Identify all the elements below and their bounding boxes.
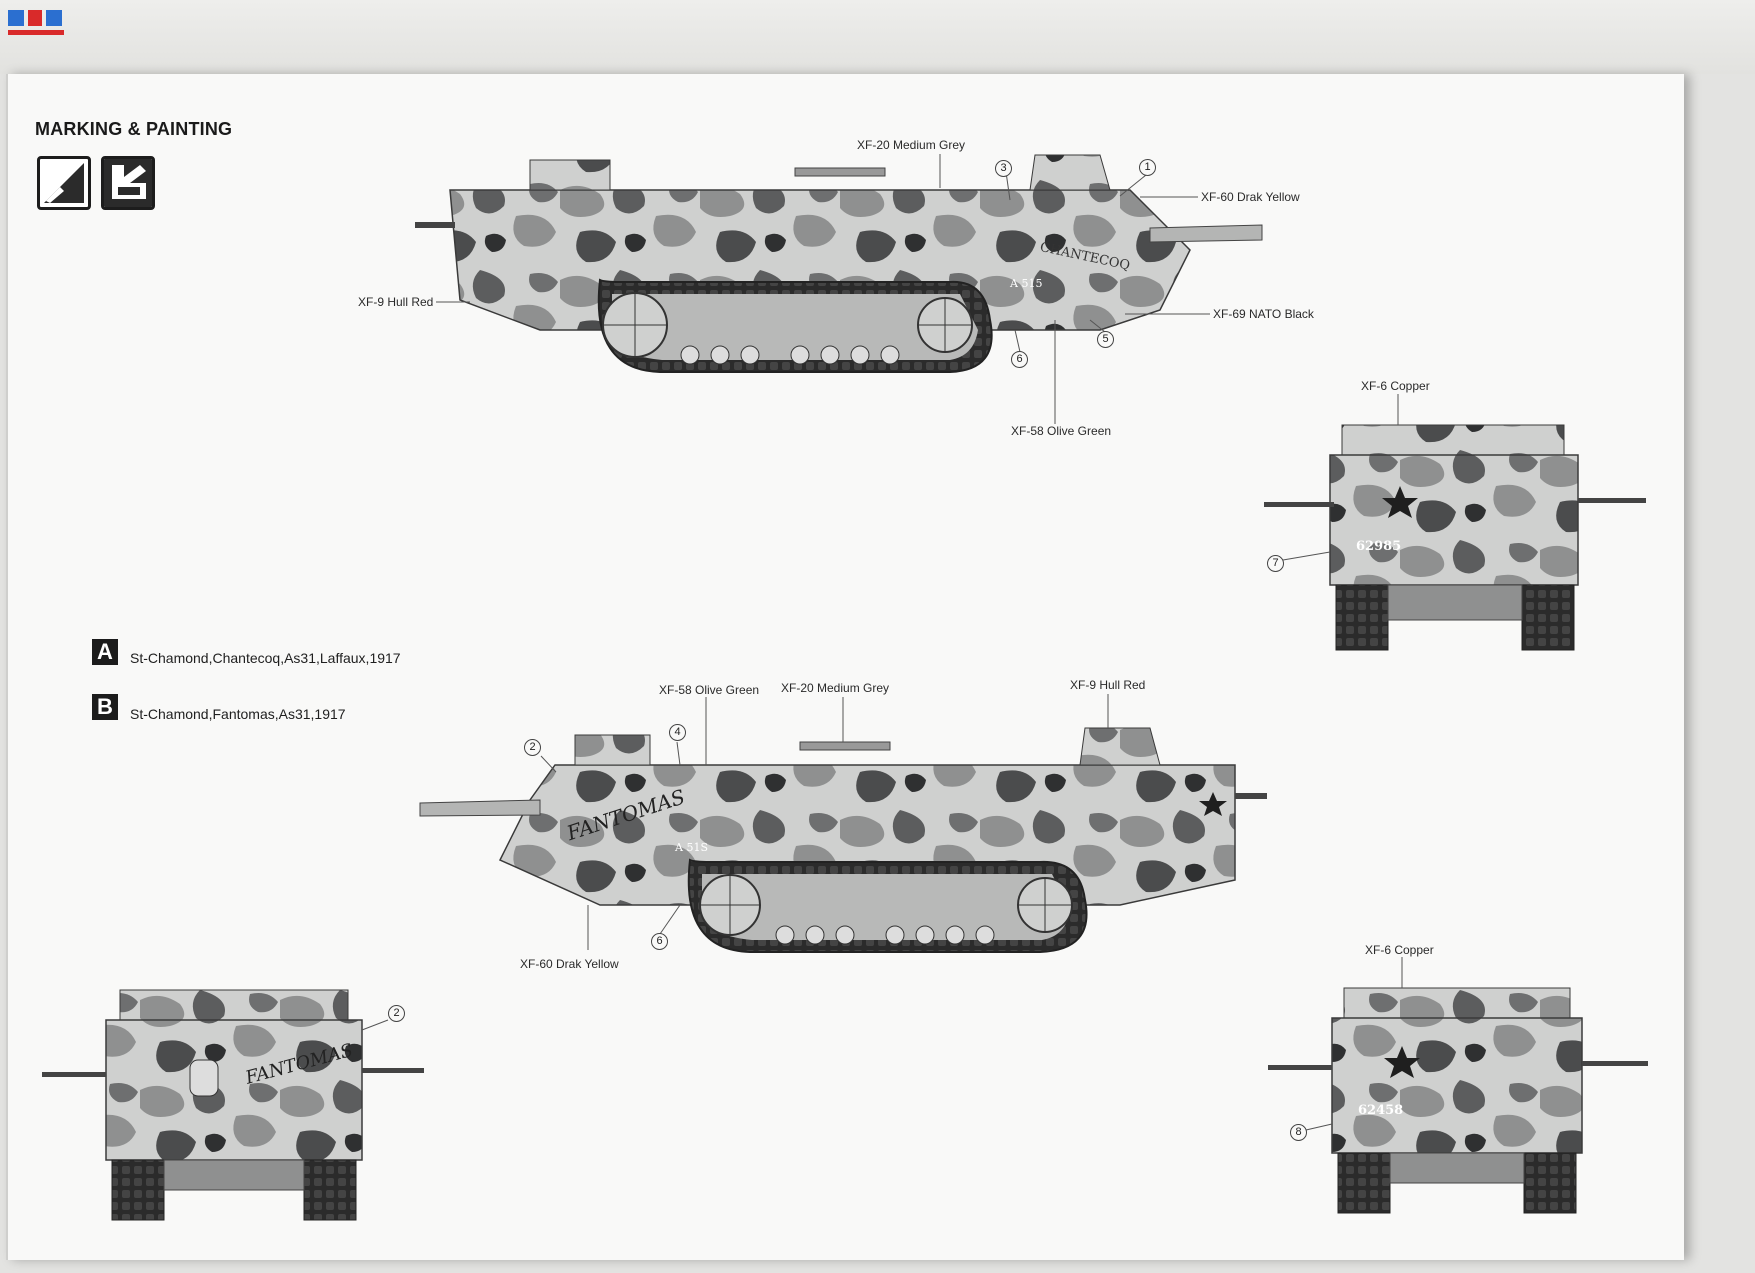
vehicle-b-number-marking: A 51S	[674, 841, 708, 854]
callout-a-3: 3	[995, 160, 1012, 177]
paint-label-b-olive-green: XF-58 Olive Green	[659, 683, 760, 697]
paint-label-a-nato-black: XF-69 NATO Black	[1213, 307, 1314, 321]
callout-a-7: 7	[1267, 555, 1284, 572]
page-title: MARKING & PAINTING	[35, 119, 233, 139]
callout-b-4: 4	[669, 724, 686, 741]
paint-label-b-copper: XF-6 Copper	[1365, 943, 1434, 957]
vehicle-b-serial-marking: 62458	[1358, 1103, 1403, 1118]
callout-b-6: 6	[651, 933, 668, 950]
callout-a-1: 1	[1139, 159, 1156, 176]
vehicle-a-side-view: CHANTECOQ A 515	[415, 154, 1263, 373]
callout-a-6: 6	[1011, 351, 1028, 368]
paint-label-b-dark-yellow: XF-60 Drak Yellow	[520, 957, 619, 971]
paint-label-a-olive-green: XF-58 Olive Green	[1011, 424, 1112, 438]
scanner-background	[0, 0, 1755, 74]
paint-brush-icon	[37, 156, 91, 210]
paint-label-a-dark-yellow: XF-60 Drak Yellow	[1201, 190, 1300, 204]
callout-b-2: 2	[524, 739, 541, 756]
vehicle-a-serial-marking: 62985	[1356, 539, 1401, 554]
paint-label-a-hull-red: XF-9 Hull Red	[358, 295, 434, 309]
callout-b-2-rear: 2	[388, 1005, 405, 1022]
callout-b-8: 8	[1290, 1124, 1307, 1141]
leader-lines	[361, 154, 1403, 1131]
paint-label-b-hull-red: XF-9 Hull Red	[1070, 678, 1146, 692]
vehicle-b-front-view: 62458	[1268, 987, 1648, 1214]
version-b-letter: B	[92, 694, 118, 720]
vehicle-b-side-view: FANTOMAS A 51S	[419, 727, 1267, 953]
vehicle-a-number-marking: A 515	[1009, 277, 1042, 290]
paint-label-a-medium-grey: XF-20 Medium Grey	[857, 138, 966, 152]
version-a-description: St-Chamond,Chantecoq,As31,Laffaux,1917	[130, 650, 401, 666]
vehicle-a-front-view: 62985	[1264, 424, 1646, 651]
paint-label-a-copper: XF-6 Copper	[1361, 379, 1430, 393]
callout-a-5: 5	[1097, 331, 1114, 348]
decal-icon	[101, 156, 155, 210]
paint-label-b-medium-grey: XF-20 Medium Grey	[781, 681, 890, 695]
vehicle-b-rear-view: FANTOMAS	[42, 989, 424, 1221]
site-logo-icon	[6, 6, 68, 40]
version-b-description: St-Chamond,Fantomas,As31,1917	[130, 706, 346, 722]
version-a-letter: A	[92, 639, 118, 665]
